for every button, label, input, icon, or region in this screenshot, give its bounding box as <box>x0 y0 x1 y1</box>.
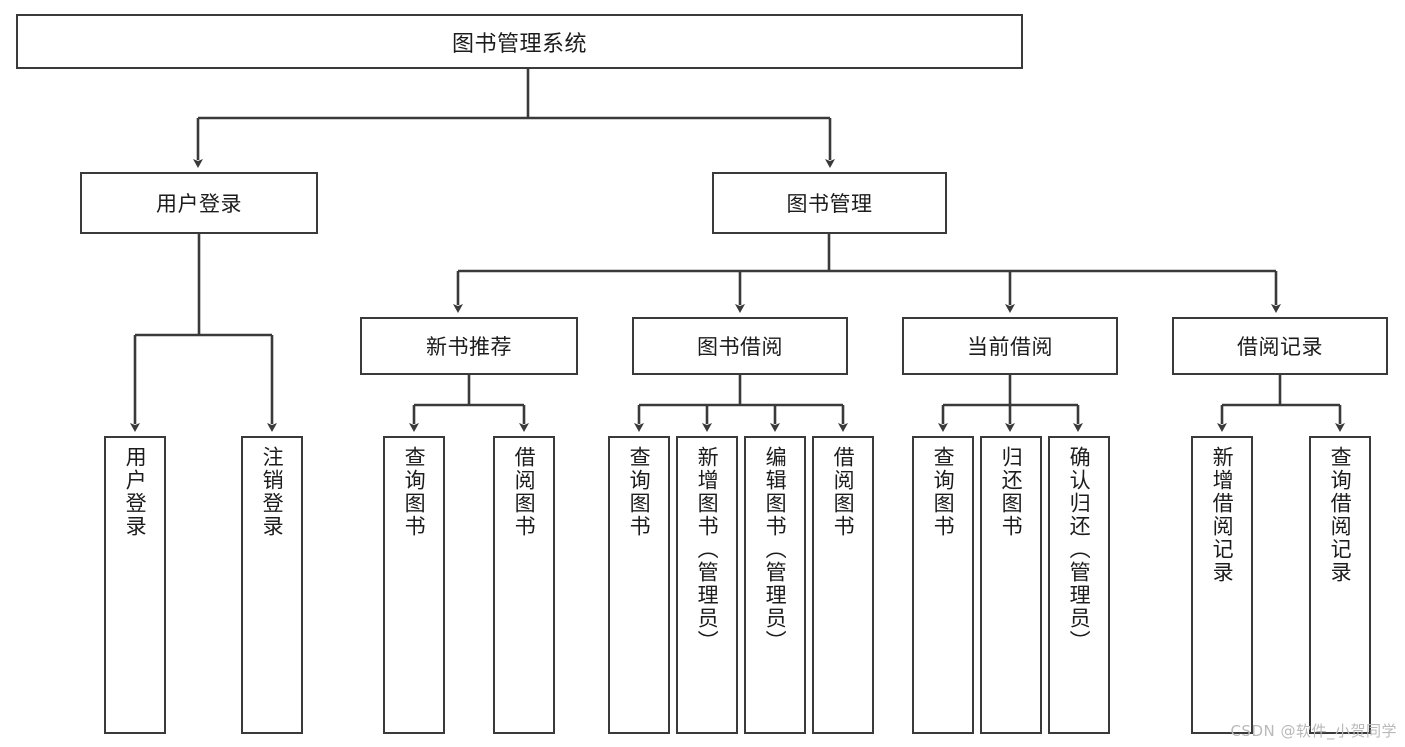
leaf-record-add-record[interactable]: 新增借阅记录 <box>1191 436 1253 734</box>
leaf-borrow-add-book-admin[interactable]: 新增图书（管理员） <box>676 436 738 734</box>
leaf-recommend-query-book[interactable]: 查询图书 <box>383 436 445 734</box>
leaf-borrow-query-book[interactable]: 查询图书 <box>608 436 670 734</box>
node-label: 借阅图书 <box>831 446 856 538</box>
node-root-system[interactable]: 图书管理系统 <box>16 14 1023 69</box>
node-label: 新增借阅记录 <box>1210 446 1235 584</box>
leaf-borrow-borrow-book[interactable]: 借阅图书 <box>812 436 874 734</box>
node-label: 借阅图书 <box>512 446 537 538</box>
leaf-current-confirm-return-admin[interactable]: 确认归还（管理员） <box>1048 436 1110 734</box>
node-label: 当前借阅 <box>967 335 1053 359</box>
leaf-current-return-book[interactable]: 归还图书 <box>980 436 1042 734</box>
node-label: 图书管理系统 <box>451 31 587 57</box>
node-current-borrow[interactable]: 当前借阅 <box>902 317 1118 375</box>
node-label: 图书借阅 <box>697 335 783 359</box>
node-book-borrow[interactable]: 图书借阅 <box>632 317 848 375</box>
node-label: 借阅记录 <box>1237 335 1323 359</box>
leaf-borrow-edit-book-admin[interactable]: 编辑图书（管理员） <box>744 436 806 734</box>
node-label: 用户登录 <box>123 446 148 538</box>
leaf-recommend-borrow-book[interactable]: 借阅图书 <box>493 436 555 734</box>
node-label: 查询图书 <box>627 446 652 538</box>
leaf-current-query-book[interactable]: 查询图书 <box>912 436 974 734</box>
node-label: 归还图书 <box>999 446 1024 538</box>
node-label: 新增图书（管理员） <box>695 446 720 653</box>
node-borrow-record[interactable]: 借阅记录 <box>1172 317 1388 375</box>
node-label: 图书管理 <box>786 192 873 216</box>
node-user-login[interactable]: 用户登录 <box>80 172 318 234</box>
node-book-management[interactable]: 图书管理 <box>712 172 947 234</box>
node-label: 查询图书 <box>931 446 956 538</box>
leaf-record-query-record[interactable]: 查询借阅记录 <box>1309 436 1371 734</box>
node-label: 确认归还（管理员） <box>1067 446 1092 653</box>
node-label: 编辑图书（管理员） <box>763 446 788 653</box>
leaf-user-login-signin[interactable]: 用户登录 <box>104 436 166 734</box>
node-new-book-recommend[interactable]: 新书推荐 <box>360 317 578 375</box>
node-label: 用户登录 <box>156 192 242 216</box>
node-label: 新书推荐 <box>426 335 512 359</box>
node-label: 注销登录 <box>260 446 285 538</box>
node-label: 查询图书 <box>402 446 427 538</box>
watermark: CSDN @软件_小贺同学 <box>1230 722 1397 740</box>
leaf-user-login-signout[interactable]: 注销登录 <box>241 436 303 734</box>
node-label: 查询借阅记录 <box>1328 446 1353 584</box>
